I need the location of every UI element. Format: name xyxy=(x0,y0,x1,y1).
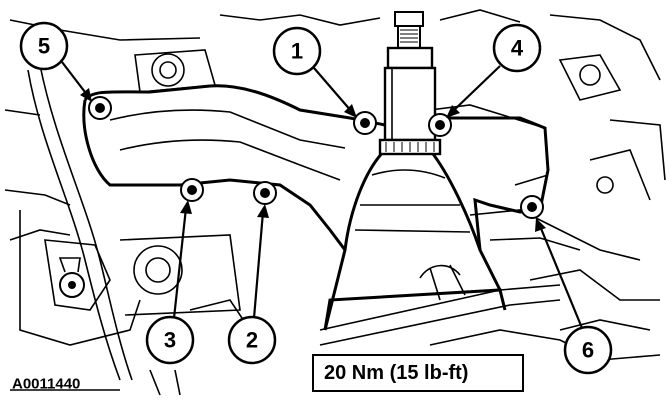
callout-5: 5 xyxy=(19,21,69,71)
callout-6-label: 6 xyxy=(582,338,594,363)
callout-leaders xyxy=(61,61,584,329)
bolt-5 xyxy=(88,96,112,120)
callout-1-label: 1 xyxy=(291,39,303,64)
exhaust-manifold xyxy=(82,84,550,331)
callout-4: 4 xyxy=(492,23,542,73)
torque-spec-text: 20 Nm (15 lb-ft) xyxy=(324,362,468,384)
bolt-3 xyxy=(180,178,204,202)
callout-3-label: 3 xyxy=(164,328,176,353)
torque-spec-box: 20 Nm (15 lb-ft) xyxy=(312,354,524,392)
bolt-1 xyxy=(353,111,377,135)
callout-2-label: 2 xyxy=(246,328,258,353)
callout-5-label: 5 xyxy=(38,34,50,59)
callout-1: 1 xyxy=(272,26,322,76)
bolt-4 xyxy=(428,113,452,137)
callout-2: 2 xyxy=(227,315,277,365)
callout-4-label: 4 xyxy=(511,36,524,61)
oxygen-sensor xyxy=(378,11,442,156)
bolt-6 xyxy=(520,195,544,219)
engine-background-art xyxy=(4,9,666,396)
bolt-2 xyxy=(253,181,277,205)
figure-id: A0011440 xyxy=(12,376,80,393)
callout-3: 3 xyxy=(145,315,195,365)
callout-6: 6 xyxy=(563,325,613,375)
